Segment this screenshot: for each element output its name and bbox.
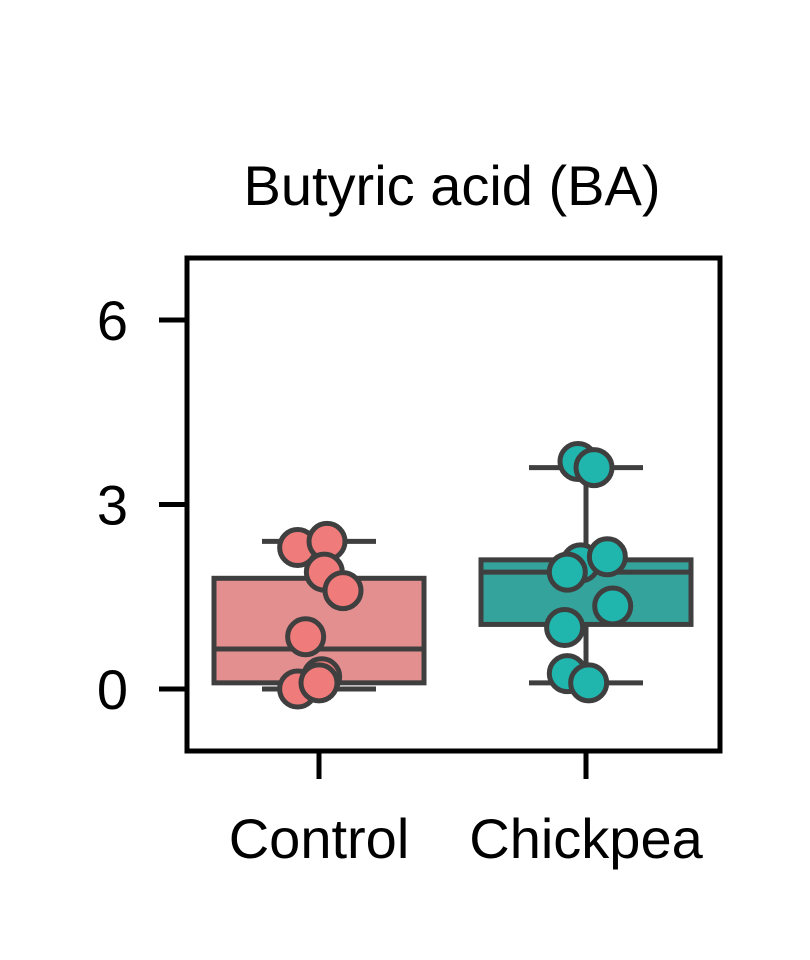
chickpea-data-point [546,551,588,593]
x-tick-label-control: Control [229,807,410,870]
chickpea-data-point [592,585,634,627]
axes-layer: Control Chickpea 0 3 6 [97,289,704,870]
chart-title: Butyric acid (BA) [244,154,661,217]
x-tick-label-chickpea: Chickpea [469,807,703,870]
boxes-layer [211,465,694,692]
y-tick-label: 0 [97,658,128,721]
chickpea-data-point [573,447,615,489]
control-data-point [322,570,364,612]
control-data-point [285,616,327,658]
points-layer [277,440,634,710]
control-data-point [298,662,340,704]
chickpea-data-point [586,536,628,578]
chickpea-data-point [568,662,610,704]
y-tick-label: 6 [97,289,128,352]
y-tick-label: 3 [97,474,128,537]
chickpea-data-point [544,607,586,648]
